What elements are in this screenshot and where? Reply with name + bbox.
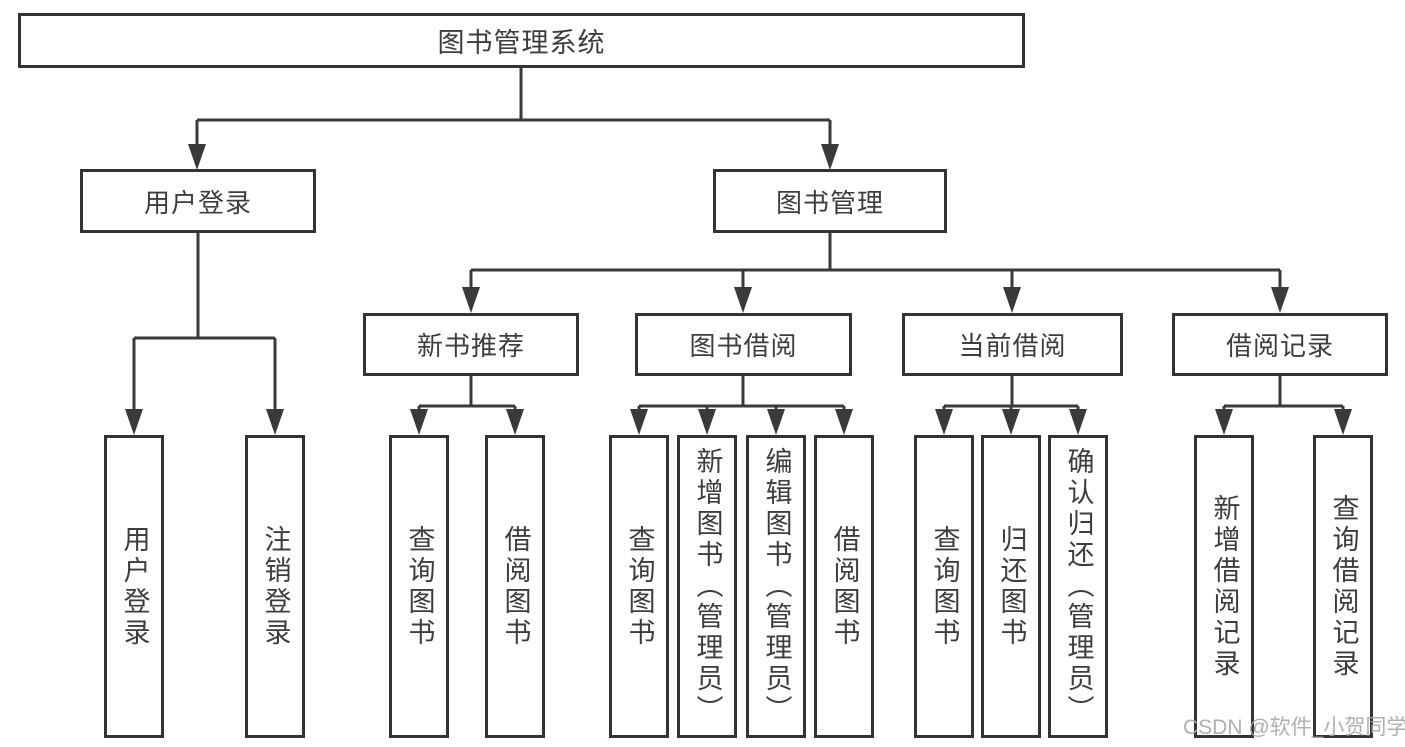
node-current-borrow-label: 当前借阅 <box>958 331 1067 361</box>
node-book-borrow: 图书借阅 <box>635 313 852 376</box>
leaf-user-login: 用户登录 <box>104 435 164 738</box>
arrowhead-icon <box>1003 287 1021 313</box>
node-borrow-records-label: 借阅记录 <box>1225 331 1334 361</box>
leaf-br-add-record-label: 新增借阅记录 <box>1209 493 1240 680</box>
leaf-br-add-record: 新增借阅记录 <box>1194 435 1254 738</box>
connector-bookborrow-to-leaves <box>637 376 846 411</box>
leaf-nbr-query-books-label: 查询图书 <box>404 524 435 649</box>
node-user-login: 用户登录 <box>80 169 316 233</box>
arrowhead-icon <box>188 144 206 170</box>
leaf-cb-query-books: 查询图书 <box>914 435 974 738</box>
node-new-book-recommend-label: 新书推荐 <box>416 331 525 361</box>
leaf-cb-query-books-label: 查询图书 <box>929 524 960 649</box>
arrowhead-icon <box>698 409 716 435</box>
arrowhead-icon <box>125 409 143 435</box>
arrowhead-icon <box>734 287 752 313</box>
arrowhead-icon <box>410 409 428 435</box>
connector-newbookrec-to-leaves <box>417 376 517 411</box>
leaf-br-query-record: 查询借阅记录 <box>1313 435 1373 738</box>
arrowhead-icon <box>1069 409 1087 435</box>
arrowhead-icon <box>1334 409 1352 435</box>
arrowhead-icon <box>821 144 839 170</box>
arrowhead-icon <box>1215 409 1233 435</box>
arrowhead-icon <box>462 287 480 313</box>
leaf-cb-confirm-return-admin: 确认归还（管理员） <box>1048 435 1108 738</box>
leaf-nbr-borrow-books-label: 借阅图书 <box>500 524 531 649</box>
leaf-bb-borrow-books: 借阅图书 <box>814 435 874 738</box>
arrowhead-icon <box>630 409 648 435</box>
leaf-cb-return-books-label: 归还图书 <box>996 524 1027 649</box>
leaf-bb-borrow-books-label: 借阅图书 <box>829 524 860 649</box>
arrowhead-icon <box>835 409 853 435</box>
csdn-watermark: CSDN @软件_小贺同学 <box>1183 716 1405 739</box>
leaf-logout-label: 注销登录 <box>260 524 291 649</box>
node-new-book-recommend: 新书推荐 <box>363 313 579 376</box>
leaf-logout: 注销登录 <box>245 435 305 738</box>
arrowhead-icon <box>266 409 284 435</box>
node-book-management: 图书管理 <box>713 169 947 233</box>
node-root-label: 图书管理系统 <box>437 28 606 58</box>
arrowhead-icon <box>506 409 524 435</box>
arrowhead-icon <box>1271 287 1289 313</box>
node-book-borrow-label: 图书借阅 <box>689 331 798 361</box>
node-book-management-label: 图书管理 <box>775 187 884 218</box>
leaf-user-login-label: 用户登录 <box>119 524 150 649</box>
leaf-bb-query-books-label: 查询图书 <box>624 524 655 649</box>
arrowhead-icon <box>767 409 785 435</box>
leaf-bb-query-books: 查询图书 <box>609 435 669 738</box>
node-current-borrow: 当前借阅 <box>902 313 1123 376</box>
connector-borrowrecords-to-leaves <box>1222 376 1345 411</box>
arrowhead-icon <box>1002 409 1020 435</box>
leaf-cb-confirm-return-admin-label: 确认归还（管理员） <box>1063 447 1094 726</box>
node-borrow-records: 借阅记录 <box>1172 313 1388 376</box>
node-root: 图书管理系统 <box>18 13 1025 68</box>
leaf-nbr-borrow-books: 借阅图书 <box>485 435 545 738</box>
leaf-bb-edit-books-admin: 编辑图书（管理员） <box>746 435 806 738</box>
leaf-bb-add-books-admin: 新增图书（管理员） <box>677 435 737 738</box>
leaf-br-query-record-label: 查询借阅记录 <box>1328 493 1359 680</box>
connector-root-to-level2 <box>195 68 832 146</box>
connector-bookmgmt-to-level3 <box>469 233 1282 289</box>
leaf-nbr-query-books: 查询图书 <box>389 435 449 738</box>
leaf-cb-return-books: 归还图书 <box>981 435 1041 738</box>
connector-currentborrow-to-leaves <box>942 376 1080 411</box>
node-user-login-label: 用户登录 <box>143 187 252 218</box>
connector-userlogin-to-leaves <box>132 233 277 411</box>
leaf-bb-edit-books-admin-label: 编辑图书（管理员） <box>761 447 792 726</box>
arrowhead-icon <box>935 409 953 435</box>
leaf-bb-add-books-admin-label: 新增图书（管理员） <box>692 447 723 726</box>
